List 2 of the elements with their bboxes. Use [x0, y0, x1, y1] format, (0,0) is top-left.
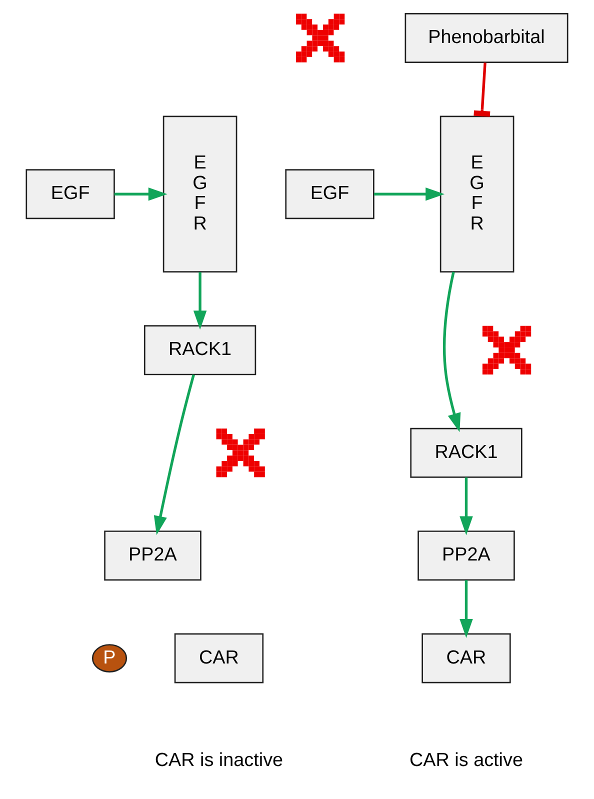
label: CAR is inactive	[154, 750, 284, 771]
label: CAR is active	[410, 750, 523, 771]
